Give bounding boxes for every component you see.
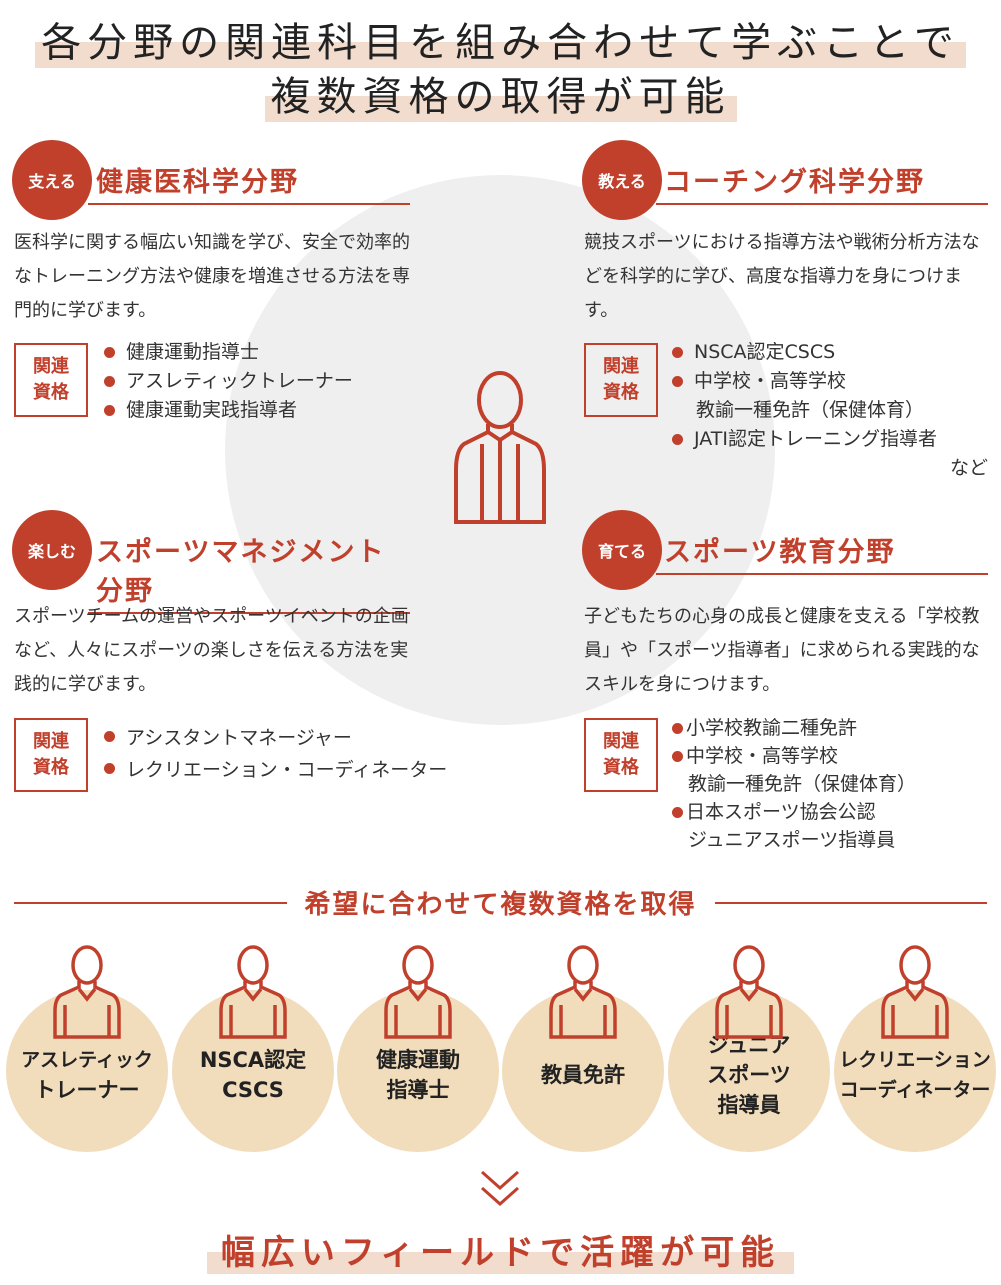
- qual-list-health: 健康運動指導士 アスレティックトレーナー 健康運動実践指導者: [104, 338, 353, 425]
- badge-teach: 教える: [582, 140, 662, 220]
- role-label: 指導員: [717, 1093, 781, 1117]
- badge-enjoy: 楽しむ: [12, 510, 92, 590]
- related-qual-box: 関連資格: [14, 718, 88, 792]
- badge-support: 支える: [12, 140, 92, 220]
- chevron-down-icon: [481, 1170, 519, 1207]
- role-label: レクリエーション: [839, 1049, 991, 1071]
- qual-list-management: アシスタントマネージャー レクリエーション・コーディネーター: [104, 722, 447, 786]
- field-heading-health: 健康医科学分野: [88, 160, 410, 205]
- role-label: コーディネーター: [839, 1079, 991, 1101]
- coordinator-icon: [881, 945, 949, 1039]
- field-heading-coaching: コーチング科学分野: [656, 160, 988, 205]
- related-qual-box: 関連資格: [14, 343, 88, 417]
- role-label: アスレティック: [21, 1049, 153, 1071]
- list-item: 中学校・高等学校教諭一種免許（保健体育）: [672, 742, 916, 798]
- role-circle: ジュニアスポーツ指導員: [668, 990, 830, 1152]
- role-label: NSCA認定: [199, 1048, 307, 1072]
- list-item: 健康運動実践指導者: [104, 396, 353, 425]
- role-label: 教員免許: [541, 1063, 625, 1087]
- list-item: 中学校・高等学校教諭一種免許（保健体育）: [672, 367, 937, 425]
- role-circle: アスレティックトレーナー: [6, 990, 168, 1152]
- title-line-2: 複数資格の取得が可能: [0, 64, 1001, 122]
- field-desc-education: 子どもたちの心身の成長と健康を支える「学校教員」や「スポーツ指導者」に求められる…: [584, 606, 980, 695]
- role-circle: レクリエーションコーディネーター: [834, 990, 996, 1152]
- final-message: 幅広いフィールドで活躍が可能: [0, 1225, 1001, 1274]
- list-item: JATI認定トレーニング指導者: [672, 425, 937, 454]
- badge-nurture: 育てる: [582, 510, 662, 590]
- instructor-icon: [384, 945, 452, 1039]
- role-label: スポーツ: [707, 1063, 791, 1087]
- related-qual-box: 関連資格: [584, 718, 658, 792]
- list-item: 日本スポーツ協会公認ジュニアスポーツ指導員: [672, 798, 916, 854]
- list-item: NSCA認定CSCS: [672, 338, 937, 367]
- clipboard-person-icon: [219, 945, 287, 1039]
- teacher-icon: [549, 945, 617, 1039]
- list-item: 健康運動指導士: [104, 338, 353, 367]
- field-desc-management: スポーツチームの運営やスポーツイベントの企画など、人々にスポーツの楽しさを伝える…: [14, 606, 409, 695]
- field-heading-education: スポーツ教育分野: [656, 530, 988, 575]
- qual-list-coaching: NSCA認定CSCS 中学校・高等学校教諭一種免許（保健体育） JATI認定トレ…: [672, 338, 937, 454]
- list-item: アシスタントマネージャー: [104, 722, 447, 754]
- title-line-1: 各分野の関連科目を組み合わせて学ぶことで: [0, 10, 1001, 68]
- role-label: トレーナー: [34, 1078, 140, 1102]
- field-heading-management: スポーツマネジメント分野: [88, 530, 410, 614]
- field-desc-coaching: 競技スポーツにおける指導方法や戦術分析方法などを科学的に学び、高度な指導力を身に…: [584, 232, 980, 321]
- list-item: レクリエーション・コーディネーター: [104, 754, 447, 786]
- list-item: アスレティックトレーナー: [104, 367, 353, 396]
- role-circle: NSCA認定 CSCS: [172, 990, 334, 1152]
- qual-list-education: 小学校教諭二種免許 中学校・高等学校教諭一種免許（保健体育） 日本スポーツ協会公…: [672, 714, 916, 854]
- role-label: 指導士: [386, 1078, 450, 1102]
- note-etc: など: [950, 457, 989, 479]
- related-qual-box: 関連資格: [584, 343, 658, 417]
- role-label: CSCS: [222, 1078, 284, 1102]
- role-circle: 健康運動指導士: [337, 990, 499, 1152]
- list-item: 小学校教諭二種免許: [672, 714, 916, 742]
- role-circle: 教員免許: [502, 990, 664, 1152]
- section-divider: 希望に合わせて複数資格を取得: [14, 884, 988, 921]
- trainer-icon: [53, 945, 121, 1039]
- role-label: 健康運動: [376, 1048, 460, 1072]
- person-icon: [454, 371, 546, 524]
- coach-icon: [715, 945, 783, 1039]
- field-desc-health: 医科学に関する幅広い知識を学び、安全で効率的なトレーニング方法や健康を増進させる…: [14, 232, 410, 321]
